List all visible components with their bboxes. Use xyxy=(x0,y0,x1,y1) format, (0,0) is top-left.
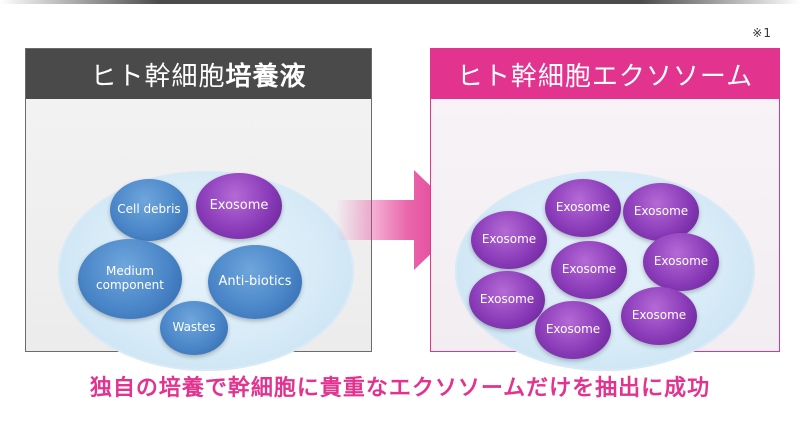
exosome-panel: ヒト幹細胞エクソソーム Exosome Exosome Exosome Exos… xyxy=(430,48,780,371)
cell-debris-cell: Cell debris xyxy=(110,179,188,241)
cell-label: Exosome xyxy=(545,322,601,337)
cell-label: Wastes xyxy=(172,320,216,335)
cell-label: Exosome xyxy=(653,254,709,269)
exosome-cell: Exosome xyxy=(643,233,719,291)
cell-label: Exosome xyxy=(555,200,611,215)
cell-label: Exosome xyxy=(479,292,535,307)
cell-label: Exosome xyxy=(209,197,269,213)
exosome-cell: Exosome xyxy=(196,173,282,239)
culture-medium-panel: ヒト幹細胞培養液 Cell debris Exosome Medium comp… xyxy=(25,48,372,371)
wastes-cell: Wastes xyxy=(160,301,228,355)
culture-medium-title-normal: ヒト幹細胞 xyxy=(90,61,226,92)
cell-label: Exosome xyxy=(481,232,537,247)
exosome-cell: Exosome xyxy=(621,287,697,345)
exosome-cell: Exosome xyxy=(469,271,545,329)
cell-label: Exosome xyxy=(633,204,689,219)
exosome-body: Exosome Exosome Exosome Exosome Exosome … xyxy=(431,99,779,371)
cell-label: Exosome xyxy=(631,308,687,323)
exosome-title: ヒト幹細胞エクソソーム xyxy=(431,49,779,99)
exosome-dish: Exosome Exosome Exosome Exosome Exosome … xyxy=(455,171,755,371)
summary-text: 独自の培養で幹細胞に貴重なエクソソームだけを抽出に成功 xyxy=(89,376,711,401)
cell-label: Anti-biotics xyxy=(218,273,292,289)
anti-biotics-cell: Anti-biotics xyxy=(208,245,302,319)
cell-label: Medium component xyxy=(96,264,164,292)
culture-dish: Cell debris Exosome Medium component Ant… xyxy=(58,171,354,371)
top-divider xyxy=(0,0,800,4)
footnote-marker: ※1 xyxy=(752,26,772,40)
cell-label: Cell debris xyxy=(117,202,181,217)
exosome-cell: Exosome xyxy=(471,211,547,269)
exosome-cell: Exosome xyxy=(535,301,611,359)
medium-component-cell: Medium component xyxy=(78,239,182,319)
exosome-cell: Exosome xyxy=(623,183,699,241)
culture-medium-body: Cell debris Exosome Medium component Ant… xyxy=(26,99,371,371)
culture-medium-title-bold: 培養液 xyxy=(225,61,307,92)
exosome-cell: Exosome xyxy=(545,179,621,237)
exosome-cell: Exosome xyxy=(551,241,627,299)
culture-medium-title: ヒト幹細胞培養液 xyxy=(26,49,371,99)
cell-label: Exosome xyxy=(561,262,617,277)
